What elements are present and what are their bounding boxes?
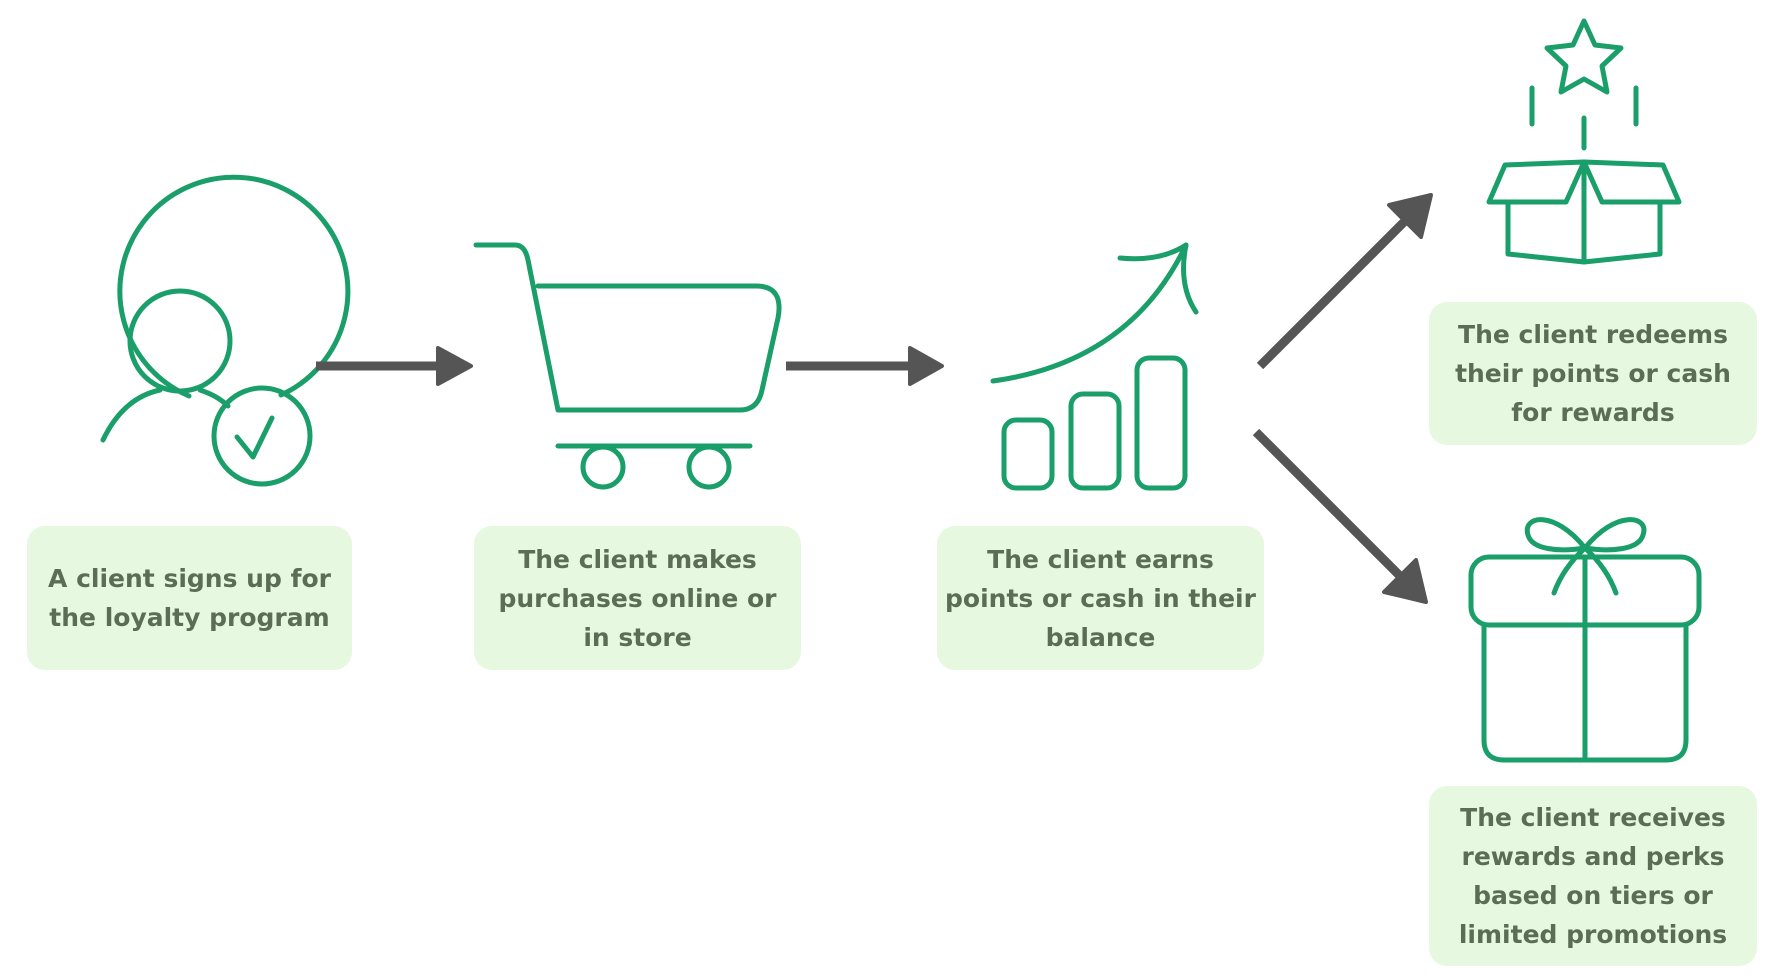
step-signup-label: A client signs up for the loyalty progra… (48, 564, 331, 632)
step-earn-box: The client earns points or cash in their… (937, 526, 1264, 670)
growth-chart-icon (990, 242, 1199, 491)
arrow-purchase-to-earn (786, 346, 944, 386)
step-earn-label: The client earns points or cash in their… (945, 544, 1256, 652)
step-redeem-label: The client redeems their points or cash … (1455, 320, 1731, 427)
step-purchase-label: The client makes purchases online or in … (498, 544, 777, 652)
star-box-icon (1486, 18, 1682, 265)
step-signup-box: A client signs up for the loyalty progra… (27, 526, 352, 670)
gift-icon (1468, 517, 1702, 763)
arrow-earn-to-redeem (1256, 193, 1433, 370)
user-check-icon (100, 174, 351, 487)
step-perks-label: The client receives rewards and perks ba… (1458, 803, 1728, 949)
arrow-signup-to-purchase (316, 346, 473, 386)
step-redeem-box: The client redeems their points or cash … (1429, 302, 1757, 445)
step-perks-box: The client receives rewards and perks ba… (1429, 786, 1757, 966)
arrow-earn-to-perks (1252, 428, 1428, 604)
step-purchase-box: The client makes purchases online or in … (474, 526, 801, 670)
shopping-cart-icon (473, 242, 782, 490)
